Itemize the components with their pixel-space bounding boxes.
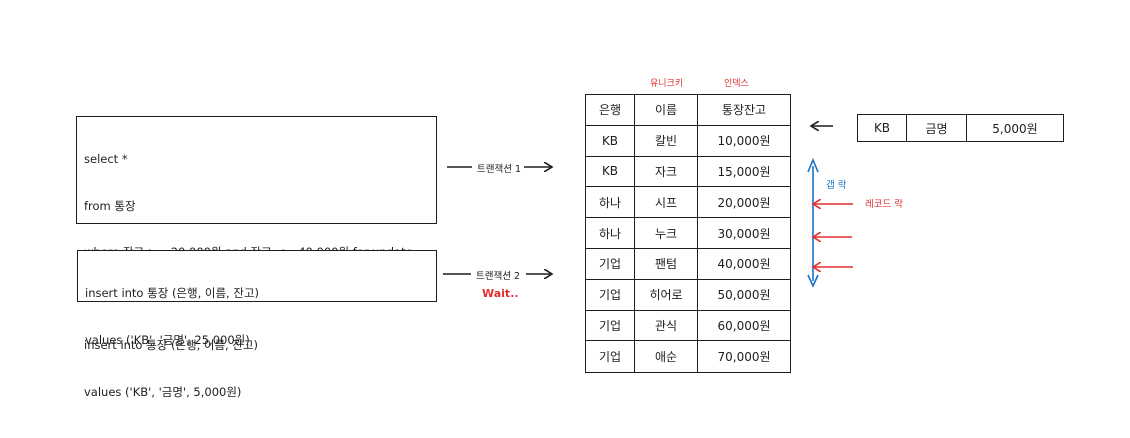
table-row: 하나 누크 30,000원 (586, 218, 790, 249)
unique-key-annotation: 유니크키 (650, 79, 684, 89)
cell-name: 자크 (635, 156, 698, 187)
wait-label: Wait.. (482, 287, 519, 300)
cell-bank: 하나 (586, 218, 635, 248)
index-annotation: 인덱스 (724, 79, 749, 89)
header-name: 이름 (635, 95, 698, 125)
account-table: 은행 이름 통장잔고 KB 칼빈 10,000원 KB 자크 15,000원 하… (585, 94, 791, 374)
cell-name: 애순 (635, 341, 698, 373)
cell-bank: 기업 (586, 310, 635, 341)
transaction-1-label: 트랜잭션 1 (477, 164, 522, 175)
cell-bank: 기업 (586, 341, 635, 373)
cell-balance: 50,000원 (717, 288, 771, 303)
transaction-2-sql-box: insert into 통장 (은행, 이름, 잔고) values ('KB'… (77, 250, 437, 347)
table-row: 기업 관식 60,000원 (586, 310, 790, 342)
header-bank: 은행 (586, 95, 635, 125)
sql-line: values ('KB', '금명', 25,000원) (85, 332, 250, 347)
cell-balance: 10,000원 (717, 134, 771, 149)
new-row-balance: 5,000원 (992, 121, 1038, 136)
cell-balance: 15,000원 (717, 164, 771, 179)
transaction-2-label: 트랜잭션 2 (476, 271, 521, 282)
table-row: 기업 히어로 50,000원 (586, 279, 790, 311)
table-row: 하나 시프 20,000원 (586, 187, 790, 219)
record-lock-label: 레코드 락 (865, 199, 903, 210)
cell-bank: KB (586, 125, 635, 156)
cell-bank: KB (586, 156, 635, 187)
table-row: 기업 팬텀 40,000원 (586, 248, 790, 280)
table-row: 기업 애순 70,000원 (586, 341, 790, 373)
table-row: KB 칼빈 10,000원 (586, 125, 790, 157)
cell-bank: 기업 (586, 248, 635, 279)
cell-name: 히어로 (635, 279, 698, 310)
cell-balance: 40,000원 (717, 257, 771, 272)
cell-name: 시프 (635, 187, 698, 218)
table-row: KB 자크 15,000원 (586, 156, 790, 188)
cell-balance: 20,000원 (717, 195, 771, 210)
new-row-name: 금명 (907, 115, 967, 141)
cell-name: 칼빈 (635, 125, 698, 156)
sql-line: from 통장 (84, 198, 136, 213)
sql-line: select * (84, 152, 128, 166)
cell-bank: 하나 (586, 187, 635, 218)
sql-line: insert into 통장 (은행, 이름, 잔고) (84, 338, 259, 352)
table-header-row: 은행 이름 통장잔고 (586, 95, 790, 126)
cell-name: 팬텀 (635, 248, 698, 279)
cell-bank: 기업 (586, 279, 635, 310)
record-lock-arrows (813, 204, 853, 267)
cell-balance: 70,000원 (717, 350, 771, 365)
new-insert-row: KB 금명 5,000원 (857, 114, 1064, 142)
sql-line: insert into 통장 (은행, 이름, 잔고) (85, 286, 260, 300)
cell-name: 관식 (635, 310, 698, 341)
gap-lock-arrow (807, 157, 819, 288)
cell-balance: 60,000원 (717, 318, 771, 333)
header-balance: 통장잔고 (721, 103, 767, 118)
gap-lock-label: 갭 락 (826, 180, 847, 191)
cell-name: 누크 (635, 218, 698, 248)
transaction-1-sql-box: select * from 통장 where 잔고 >= 20,000원 and… (76, 116, 437, 399)
sql-line: values ('KB', '금명', 5,000원) (84, 384, 242, 399)
cell-balance: 30,000원 (717, 226, 771, 241)
new-row-bank: KB (858, 115, 907, 141)
